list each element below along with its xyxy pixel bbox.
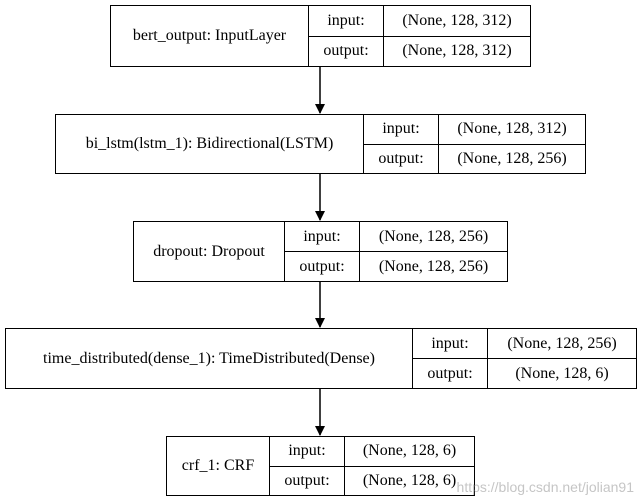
output-label: output: xyxy=(270,466,345,495)
output-shape: (None, 128, 256) xyxy=(378,257,489,275)
output-label: output: xyxy=(309,36,384,66)
layer-node-dropout: dropout: Dropout input: (None, 128, 256)… xyxy=(133,221,508,282)
input-row: input: (None, 128, 256) xyxy=(285,222,507,251)
layer-name: dropout: Dropout xyxy=(134,222,285,281)
output-label: output: xyxy=(364,144,439,173)
input-shape: (None, 128, 256) xyxy=(507,334,617,352)
input-row: input: (None, 128, 312) xyxy=(364,115,585,144)
layer-node-crf: crf_1: CRF input: (None, 128, 6) output:… xyxy=(166,436,475,496)
layer-name: bi_lstm(lstm_1): Bidirectional(LSTM) xyxy=(56,115,364,173)
output-row: output: (None, 128, 256) xyxy=(285,251,507,281)
input-shape: (None, 128, 312) xyxy=(402,11,512,29)
input-shape: (None, 128, 6) xyxy=(362,442,457,460)
layer-io: input: (None, 128, 256) output: (None, 1… xyxy=(413,329,636,388)
layer-name: bert_output: InputLayer xyxy=(111,6,309,66)
input-shape: (None, 128, 312) xyxy=(457,120,567,138)
input-label: input: xyxy=(309,6,384,36)
output-shape: (None, 128, 256) xyxy=(457,149,567,167)
input-row: input: (None, 128, 6) xyxy=(270,437,474,466)
output-shape: (None, 128, 6) xyxy=(515,364,609,382)
output-row: output: (None, 128, 256) xyxy=(364,143,585,173)
layer-io: input: (None, 128, 6) output: (None, 128… xyxy=(270,437,474,495)
input-shape: (None, 128, 256) xyxy=(378,227,489,245)
input-row: input: (None, 128, 256) xyxy=(413,329,636,358)
output-row: output: (None, 128, 6) xyxy=(413,358,636,388)
layer-node-bi-lstm: bi_lstm(lstm_1): Bidirectional(LSTM) inp… xyxy=(55,114,586,174)
output-label: output: xyxy=(285,252,360,281)
input-label: input: xyxy=(270,437,345,466)
layer-io: input: (None, 128, 256) output: (None, 1… xyxy=(285,222,507,281)
layer-node-time-distributed: time_distributed(dense_1): TimeDistribut… xyxy=(5,328,637,389)
input-label: input: xyxy=(413,329,488,358)
output-row: output: (None, 128, 312) xyxy=(309,35,530,66)
output-row: output: (None, 128, 6) xyxy=(270,465,474,495)
output-shape: (None, 128, 6) xyxy=(362,471,457,489)
input-row: input: (None, 128, 312) xyxy=(309,6,530,36)
layer-io: input: (None, 128, 312) output: (None, 1… xyxy=(364,115,585,173)
input-label: input: xyxy=(285,222,360,251)
layer-node-bert-output: bert_output: InputLayer input: (None, 12… xyxy=(110,5,531,67)
watermark: https://blog.csdn.net/jolian91 xyxy=(456,479,634,495)
layer-name: time_distributed(dense_1): TimeDistribut… xyxy=(6,329,413,388)
input-label: input: xyxy=(364,115,439,144)
layer-io: input: (None, 128, 312) output: (None, 1… xyxy=(309,6,530,66)
output-label: output: xyxy=(413,359,488,388)
layer-name: crf_1: CRF xyxy=(167,437,270,495)
output-shape: (None, 128, 312) xyxy=(402,42,512,60)
